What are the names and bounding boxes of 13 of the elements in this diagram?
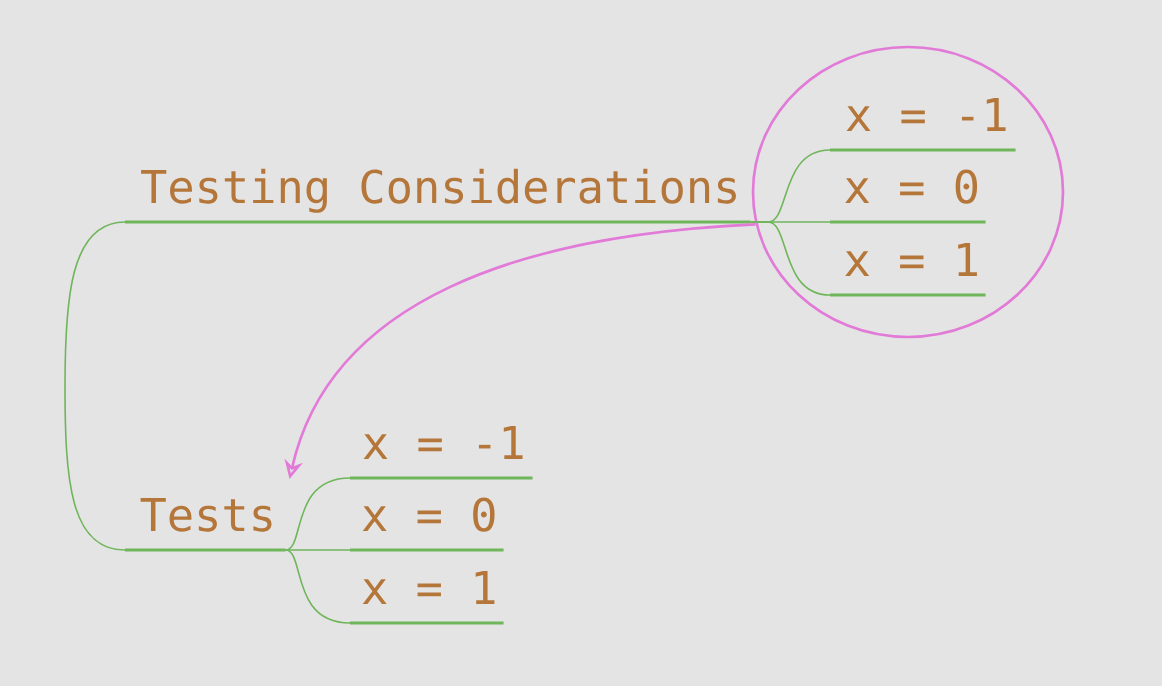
branch-line xyxy=(284,549,351,551)
topic-label: Testing Considerations xyxy=(125,168,751,224)
branch-label: x = 1 xyxy=(830,243,986,297)
branch-label: x = 0 xyxy=(830,169,986,224)
branch-line xyxy=(284,549,351,624)
branch-line xyxy=(64,221,126,551)
branch-label: x = -1 xyxy=(830,98,1016,152)
highlight-circle xyxy=(751,45,1065,339)
branch-line xyxy=(749,221,831,296)
branch-label: x = -1 xyxy=(350,426,533,480)
topic-label: Tests xyxy=(125,498,286,552)
branch-label: x = 0 xyxy=(350,497,504,552)
branch-label: x = 1 xyxy=(350,571,504,625)
